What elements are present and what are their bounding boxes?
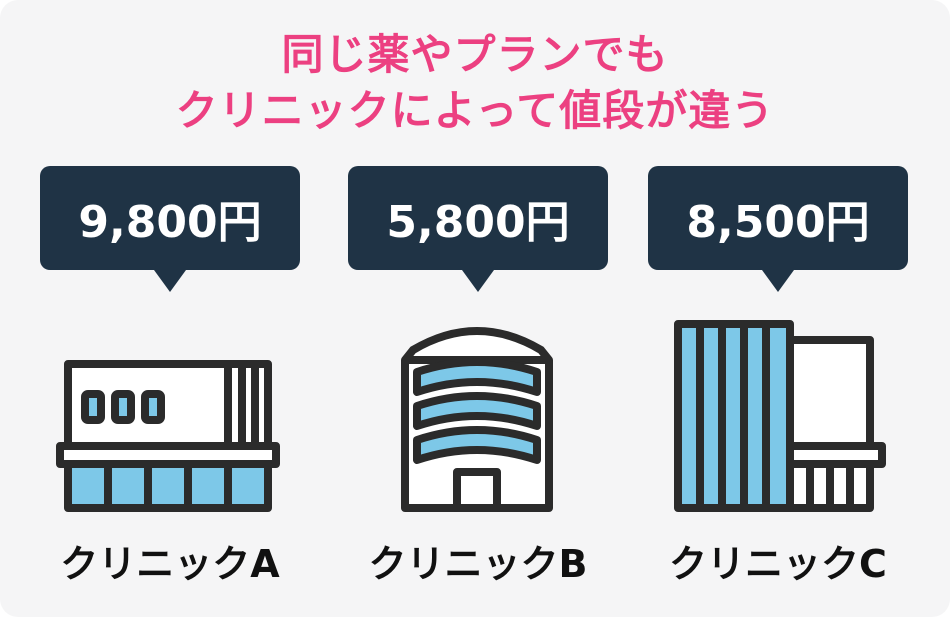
clinic-c-label: クリニックC [669,542,887,586]
price-bubble-clinic-a: 9,800円 [40,166,300,270]
office-tower-icon [401,327,553,512]
clinic-b-label: クリニックB [368,542,588,586]
headline-line-1: 同じ薬やプランでも [281,30,669,79]
low-building-icon [56,360,280,512]
price-bubble-clinic-b: 5,800円 [348,166,608,270]
glass-building-icon [674,320,886,512]
clinic-a-label: クリニックA [60,542,280,586]
headline-line-2: クリニックによって値段が違う [175,86,775,135]
price-bubble-clinic-c: 8,500円 [648,166,908,270]
